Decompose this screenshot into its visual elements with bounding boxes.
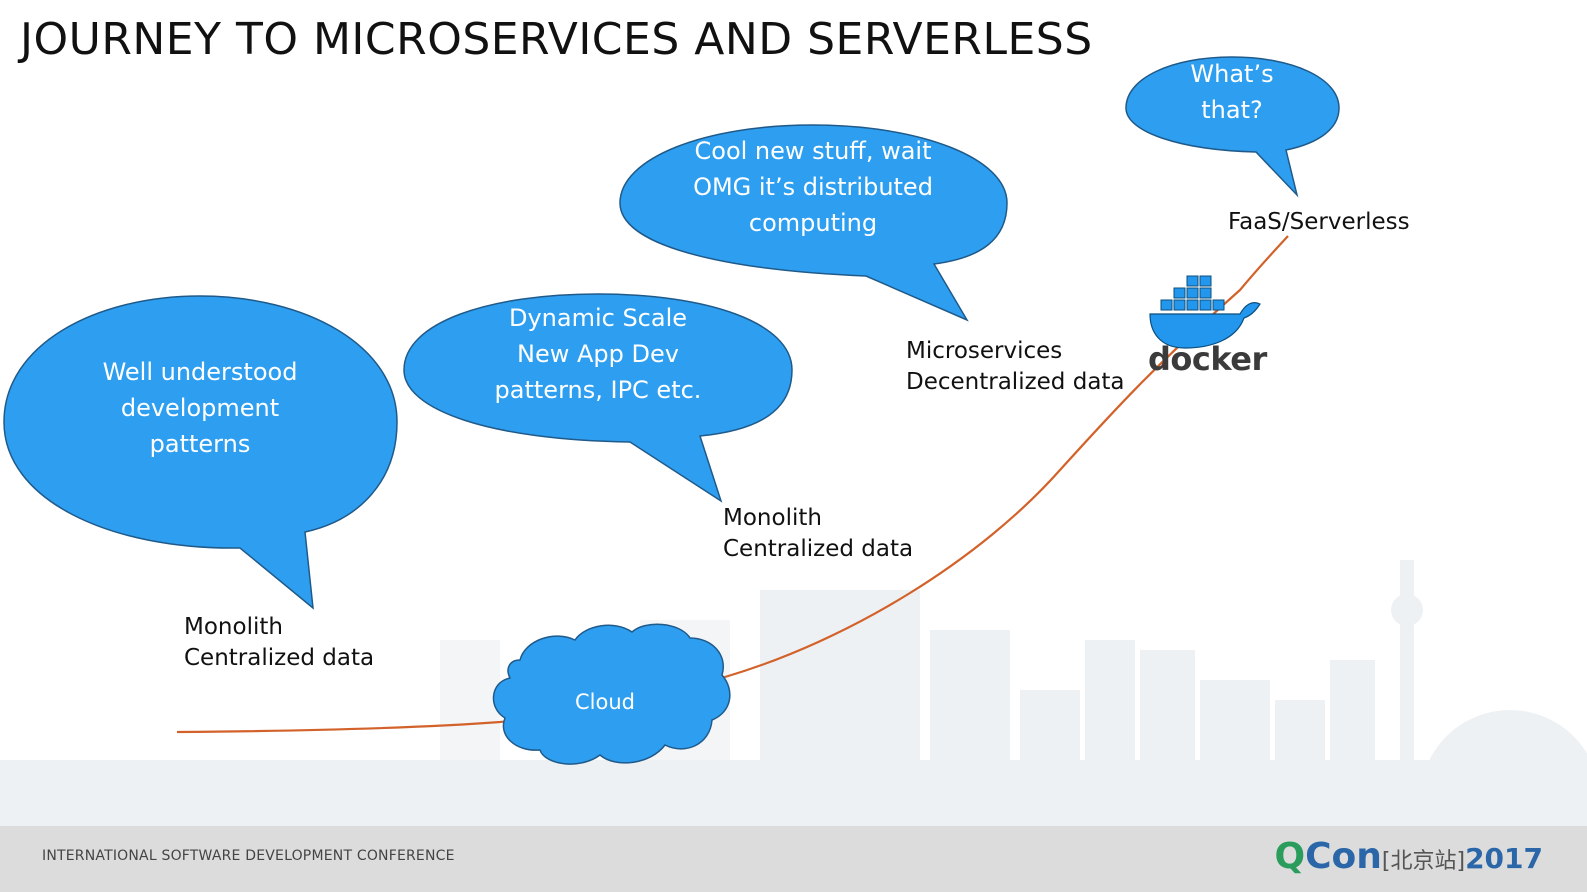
bubble-4-line-1: What’s — [1190, 60, 1274, 88]
bubble-2-text: Dynamic Scale New App Dev patterns, IPC … — [458, 300, 738, 408]
stage-2-line-2: Centralized data — [723, 536, 914, 562]
stage-3-label: Microservices Decentralized data — [906, 336, 1125, 398]
qcon-city: [北京站] — [1381, 849, 1466, 874]
bubble-3-line-2: OMG it’s distributed — [693, 173, 933, 201]
stage-2-line-1: Monolith — [723, 505, 822, 531]
stage-3-line-1: Microservices — [906, 338, 1063, 364]
stage-2-label: Monolith Centralized data — [723, 503, 913, 565]
bubble-2 — [403, 293, 793, 503]
bubble-3 — [619, 124, 1008, 322]
bubble-4 — [1125, 56, 1340, 198]
bubble-1 — [3, 295, 398, 610]
bubble-3-text: Cool new stuff, wait OMG it’s distribute… — [653, 133, 973, 241]
qcon-q: Q — [1274, 836, 1306, 877]
bubble-3-line-1: Cool new stuff, wait — [694, 137, 932, 165]
bubble-2-line-1: Dynamic Scale — [508, 304, 688, 332]
stage-3-line-2: Decentralized data — [906, 369, 1125, 395]
bubble-4-line-2: that? — [1201, 96, 1263, 124]
stage-4-label: FaaS/Serverless — [1228, 207, 1410, 238]
docker-wordmark: docker — [1148, 340, 1267, 378]
bubble-1-line-1: Well understood — [102, 358, 298, 386]
stage-4-line-1: FaaS/Serverless — [1228, 209, 1410, 235]
bubble-4-text: What’s that? — [1172, 56, 1292, 128]
footer-bar: INTERNATIONAL SOFTWARE DEVELOPMENT CONFE… — [0, 826, 1587, 892]
qcon-con: Con — [1305, 836, 1382, 877]
cloud-label: Cloud — [575, 690, 635, 714]
bubble-1-line-2: development — [120, 394, 280, 422]
stage-1-line-1: Monolith — [184, 614, 283, 640]
qcon-logo: QCon[北京站]2017 — [1275, 836, 1544, 877]
stage-1-line-2: Centralized data — [184, 645, 375, 671]
bubble-1-text: Well understood development patterns — [60, 354, 340, 462]
qcon-year: 2017 — [1465, 842, 1543, 875]
bubble-2-line-3: patterns, IPC etc. — [494, 376, 702, 404]
conference-name: INTERNATIONAL SOFTWARE DEVELOPMENT CONFE… — [42, 848, 455, 864]
bubble-2-line-2: New App Dev — [517, 340, 679, 368]
bubble-1-line-3: patterns — [149, 430, 251, 458]
stage-1-label: Monolith Centralized data — [184, 612, 374, 674]
slide-title: JOURNEY TO MICROSERVICES AND SERVERLESS — [20, 14, 1093, 65]
bubble-3-line-3: computing — [748, 209, 878, 237]
